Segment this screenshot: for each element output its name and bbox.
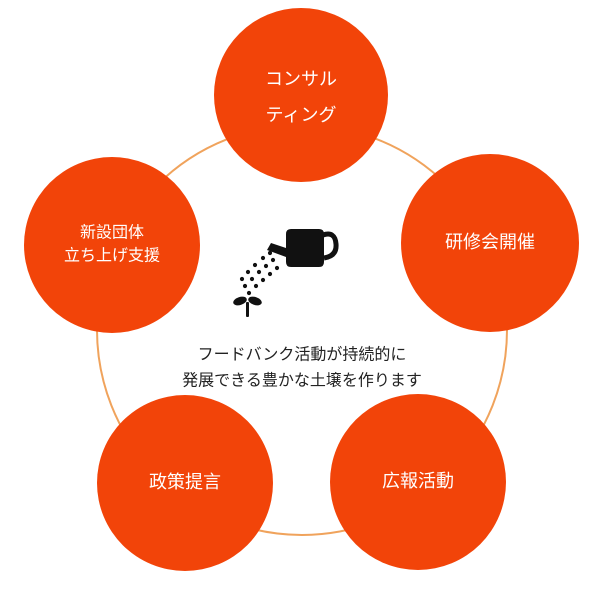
consulting-label-line2: ティング [266, 105, 337, 126]
watering-can-sprout-icon [233, 229, 339, 317]
water-drops [239, 250, 280, 296]
new-org-support-label-line1: 新設団体 [80, 223, 144, 242]
consulting-label-line1: コンサル [265, 69, 337, 90]
watering-can-body [267, 229, 324, 267]
new-org-support-label-line2: 立ち上げ支援 [64, 246, 160, 265]
training-circle [401, 154, 579, 332]
new-org-support-circle [24, 157, 200, 333]
node-pr: 広報活動 [330, 394, 506, 570]
pr-circle [330, 394, 506, 570]
node-consulting: コンサル ティング [214, 8, 388, 182]
node-policy: 政策提言 [97, 395, 273, 571]
policy-label: 政策提言 [149, 472, 221, 493]
center-message-line2: 発展できる豊かな土壌を作ります [182, 371, 422, 390]
consulting-circle [214, 8, 388, 182]
node-new-org-support: 新設団体 立ち上げ支援 [24, 157, 200, 333]
pr-label: 広報活動 [382, 471, 454, 492]
training-label: 研修会開催 [445, 232, 535, 253]
policy-circle [97, 395, 273, 571]
sprout [233, 296, 262, 317]
watering-can-handle [322, 231, 339, 261]
center-message-line1: フードバンク活動が持続的に [198, 345, 407, 364]
node-training: 研修会開催 [401, 154, 579, 332]
